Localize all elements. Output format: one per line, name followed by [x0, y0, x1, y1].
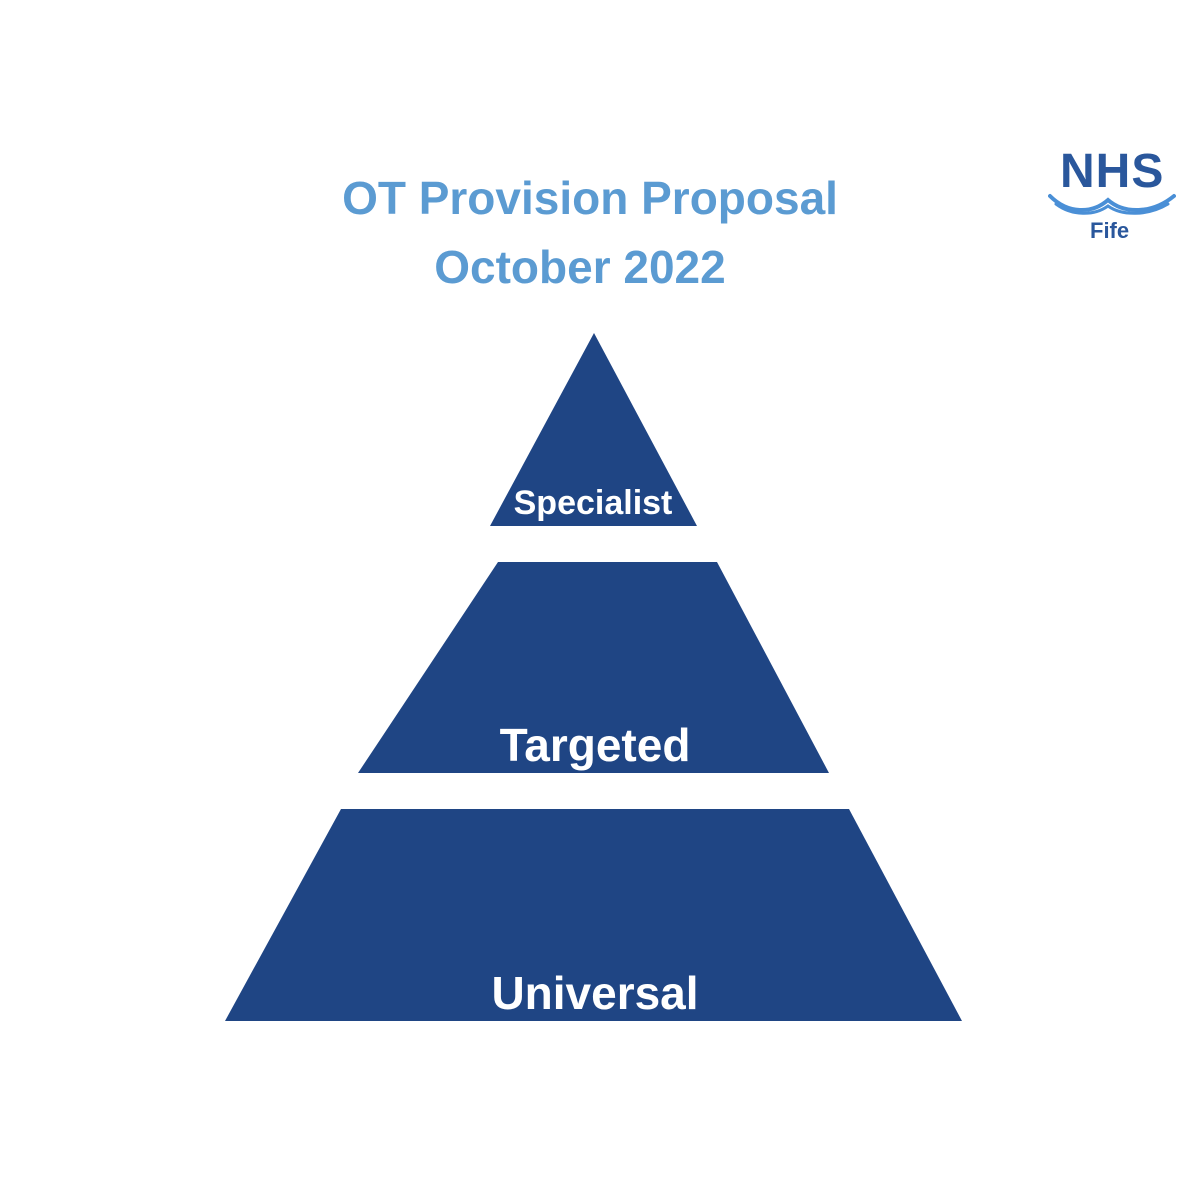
tier-label-specialist: Specialist: [513, 484, 673, 522]
tier-targeted-shape: [358, 562, 829, 773]
tier-label-targeted: Targeted: [499, 719, 691, 771]
tier-specialist-shape: [490, 333, 697, 526]
title-line-2: October 2022: [434, 241, 726, 293]
logo-brand-text: NHS: [1060, 145, 1165, 198]
logo-waves-icon: [1048, 194, 1176, 215]
logo-region-text: Fife: [1090, 218, 1130, 243]
tier-universal-shape: [225, 809, 962, 1021]
nhs-fife-logo: NHS Fife: [1044, 148, 1184, 248]
tier-label-universal: Universal: [491, 967, 699, 1019]
title-line-1: OT Provision Proposal: [342, 172, 838, 224]
